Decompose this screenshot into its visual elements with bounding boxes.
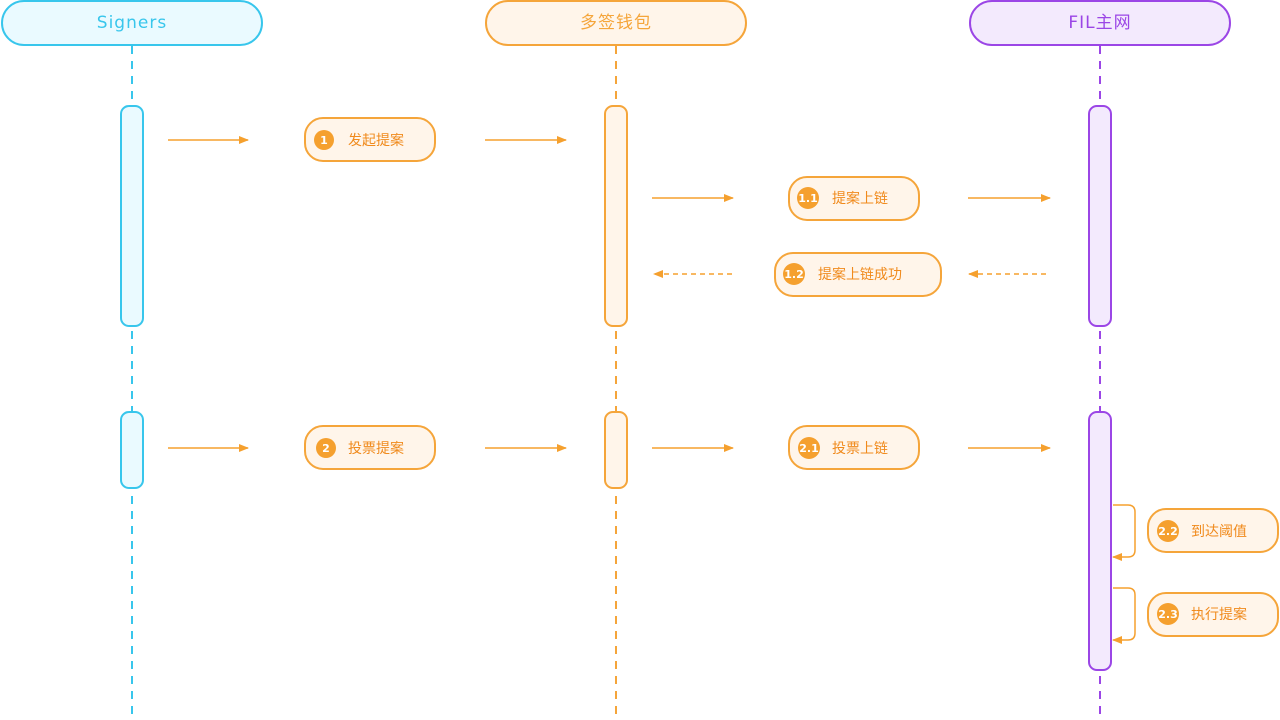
- message-2: 2 投票提案: [168, 425, 567, 470]
- message-2-1-badge: [798, 437, 820, 459]
- activation-fil-1: [1088, 105, 1112, 327]
- message-2-2-label: 到达阈值: [1191, 524, 1247, 540]
- message-1-2-box: [774, 252, 942, 297]
- message-2-1-box: [788, 425, 920, 470]
- message-2-3-label: 执行提案: [1191, 606, 1247, 623]
- message-1-1-badge: [797, 187, 819, 209]
- activation-wallet-1: [604, 105, 628, 327]
- message-1-1: 1.1 提案上链: [652, 176, 1051, 221]
- activation-signers-2: [120, 411, 144, 489]
- message-2-2: 2.2 到达阈值: [1112, 504, 1279, 561]
- participant-wallet-label: 多签钱包: [580, 13, 652, 33]
- message-2-box: [304, 425, 436, 470]
- message-1-2-badge: [783, 263, 805, 285]
- message-2-3: 2.3 执行提案: [1112, 587, 1279, 644]
- message-2-2-box: [1147, 508, 1279, 553]
- message-1-1-label: 提案上链: [832, 190, 888, 207]
- message-2-2-number: 2.2: [1158, 525, 1178, 538]
- message-2-badge: [316, 438, 336, 458]
- message-1-2: 1.2 提案上链成功: [653, 252, 1046, 297]
- message-2-1: 2.1 投票上链: [652, 425, 1051, 470]
- message-1-box: [304, 117, 436, 162]
- message-2-2-badge: [1157, 520, 1179, 542]
- message-2-label: 投票提案: [348, 440, 404, 457]
- activation-fil-2: [1088, 411, 1112, 671]
- message-1: 1 发起提案: [168, 117, 567, 162]
- message-2-2-self-arrow: [1112, 504, 1136, 561]
- message-1-1-number: 1.1: [798, 192, 818, 205]
- message-1-badge: [314, 130, 334, 150]
- message-2-1-number: 2.1: [799, 442, 819, 455]
- message-2-1-label: 投票上链: [832, 441, 888, 457]
- participant-wallet: 多签钱包: [485, 0, 747, 46]
- message-1-2-label: 提案上链成功: [818, 266, 902, 283]
- participant-signers-label: Signers: [97, 13, 167, 33]
- message-2-3-self-arrow: [1112, 587, 1136, 644]
- message-2-3-number: 2.3: [1158, 608, 1178, 621]
- message-2-3-box: [1147, 592, 1279, 637]
- message-1-2-number: 1.2: [784, 268, 804, 281]
- participant-fil-label: FIL主网: [1068, 13, 1131, 33]
- message-1-label: 发起提案: [348, 132, 404, 149]
- participant-signers: Signers: [1, 0, 263, 46]
- activation-signers-1: [120, 105, 144, 327]
- activation-wallet-2: [604, 411, 628, 489]
- message-2-3-badge: [1157, 603, 1179, 625]
- participant-fil: FIL主网: [969, 0, 1231, 46]
- message-1-1-box: [788, 176, 920, 221]
- message-1-number: 1: [320, 134, 328, 147]
- message-2-number: 2: [322, 442, 330, 455]
